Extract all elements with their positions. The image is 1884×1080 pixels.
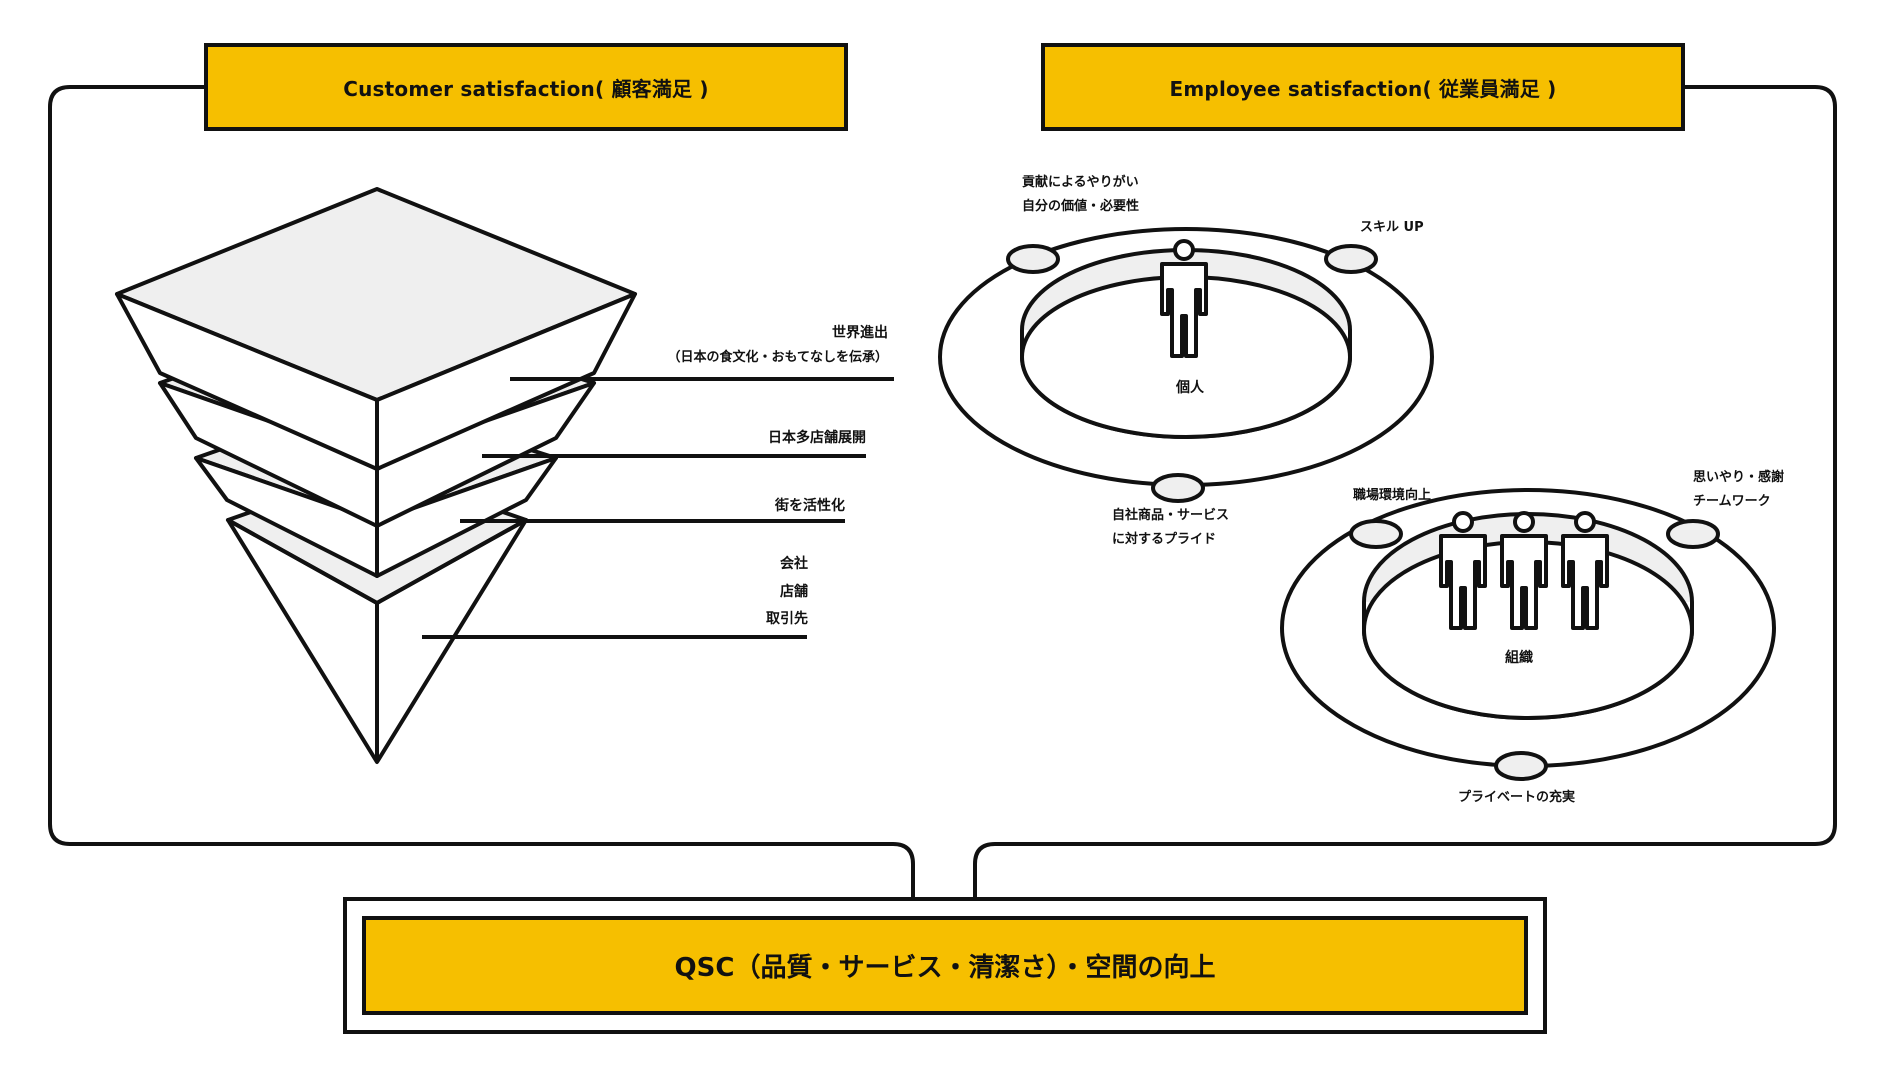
label-global-expansion: 世界進出 [832, 325, 888, 341]
label-organization: 組織 [1505, 650, 1533, 666]
label-teamwork: チームワーク [1693, 494, 1771, 509]
label-pride-1: 自社商品・サービス [1112, 508, 1230, 523]
label-company: 会社 [780, 556, 808, 572]
organization-nodes [1349, 519, 1720, 781]
outer-frame [48, 85, 915, 899]
pyramid-leader-lines [422, 377, 894, 639]
label-store: 店舗 [780, 584, 808, 600]
label-business-partner: 取引先 [766, 611, 808, 627]
customer-satisfaction-header: Customer satisfaction( 顧客満足 ) [204, 43, 848, 131]
inverted-pyramid [115, 187, 637, 764]
person-icon-org-2 [1500, 511, 1548, 630]
individual-nodes [1006, 244, 1378, 503]
label-revitalize-town: 街を活性化 [775, 498, 845, 514]
pyramid-top-right [375, 292, 637, 471]
label-private-life: プライベートの充実 [1458, 790, 1576, 805]
label-workplace: 職場環境向上 [1353, 488, 1432, 503]
label-global-expansion-sub: （日本の食文化・おもてなしを伝承） [667, 350, 888, 365]
person-icon-org-3 [1561, 511, 1609, 630]
pyramid-layer-3-right [375, 456, 558, 578]
qsc-banner: QSC（品質・サービス・清潔さ）・空間の向上 [362, 916, 1528, 1015]
label-contribution: 貢献によるやりがい [1022, 175, 1139, 190]
person-icon-org-1 [1439, 511, 1487, 630]
label-self-value: 自分の価値・必要性 [1022, 199, 1140, 214]
label-japan-expansion: 日本多店舗展開 [768, 430, 866, 446]
outer-frame-right [973, 85, 1837, 899]
label-individual: 個人 [1176, 380, 1204, 396]
label-skill-up: スキル UP [1360, 220, 1424, 235]
person-icon-individual [1160, 239, 1208, 358]
label-kindness: 思いやり・感謝 [1693, 470, 1785, 485]
label-pride-2: に対するプライド [1112, 532, 1217, 547]
employee-satisfaction-header: Employee satisfaction( 従業員満足 ) [1041, 43, 1685, 131]
